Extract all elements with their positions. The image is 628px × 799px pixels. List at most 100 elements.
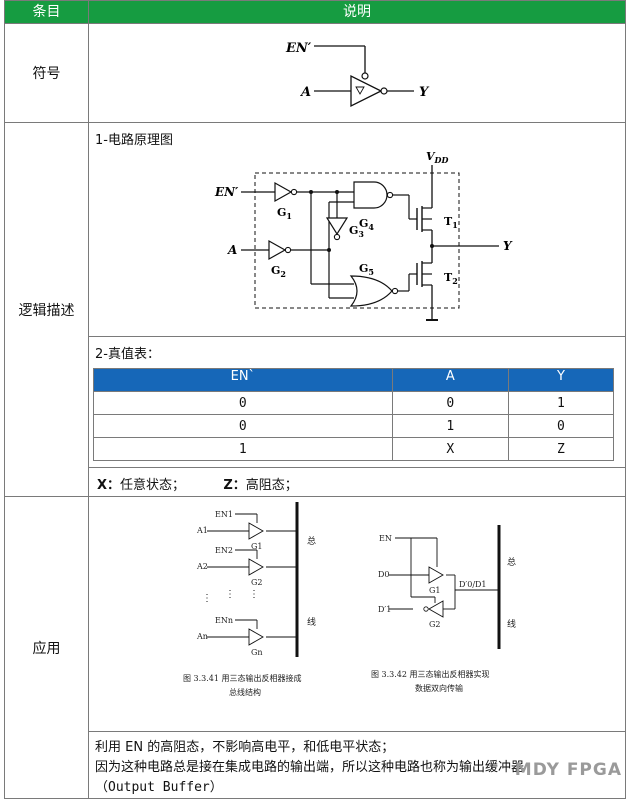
truth-table-header: EN` A Y	[93, 368, 615, 392]
circuit-title: 1-电路原理图	[95, 133, 173, 148]
svg-text:G5: G5	[359, 262, 374, 277]
truth-cell: X	[391, 437, 509, 461]
vdd-label: V	[426, 150, 436, 163]
truth-cell: 0	[93, 414, 393, 438]
watermark: MDY FPGA	[514, 760, 622, 780]
g4-sub: 4	[368, 222, 374, 232]
logic-circuit-row: 逻辑描述 1-电路原理图 VDD EN′ G1	[4, 122, 626, 497]
fig1-caption-2: 总线结构	[229, 687, 261, 697]
symbol-y-label: Y	[419, 85, 430, 100]
app-figures-row: 应用 总 线 EN1 A1 G1 EN2	[4, 496, 626, 799]
g2-label: G	[271, 264, 280, 277]
fig1-a2: A2	[196, 562, 208, 571]
svg-text:⋮: ⋮	[225, 589, 235, 600]
app-figures-cell: 总 线 EN1 A1 G1 EN2 A2	[88, 496, 626, 732]
g3-label: G	[349, 224, 358, 237]
fig1-gn: Gn	[251, 648, 263, 657]
note-line-2: 因为这种电路总是接在集成电路的输出端，所以这种电路也称为输出缓冲器	[95, 760, 525, 775]
legend-x-text: 任意状态；	[120, 478, 186, 493]
circuit-diagram: VDD EN′ G1 G4 A	[214, 150, 513, 321]
circuit-y-label: Y	[503, 239, 513, 253]
t2-label: T	[444, 271, 453, 284]
symbol-a-label: A	[299, 85, 311, 100]
fig1-bus-top: 总	[307, 535, 316, 547]
symbol-cell: EN′ A Y	[88, 23, 626, 123]
truth-cell: 0	[93, 391, 393, 415]
spec-table: 条目 说明 符号 EN′ A Y 逻辑描述 1-电路原理图	[4, 0, 626, 799]
svg-text:VDD: VDD	[426, 150, 448, 165]
svg-text:G3: G3	[349, 224, 364, 239]
truth-header-a: A	[391, 368, 509, 392]
note-line-1: 利用 EN 的高阻态，不影响高电平，和低电平状态；	[95, 740, 395, 755]
fig1-g2: G2	[251, 578, 262, 587]
g1-label: G	[277, 206, 286, 219]
truth-cell: 0	[507, 414, 615, 438]
g5-sub: 5	[368, 267, 374, 277]
t1-label: T	[444, 215, 453, 228]
fig2-out: D′0/D1	[459, 580, 487, 589]
svg-text:G2: G2	[271, 264, 286, 279]
g3-sub: 3	[358, 229, 364, 239]
svg-text:G4: G4	[359, 217, 374, 232]
tristate-inverter-symbol: EN′ A Y	[285, 41, 430, 108]
fig1-en1: EN1	[215, 510, 233, 519]
circuit-a-label: A	[227, 243, 237, 257]
header-col1: 条目	[4, 0, 89, 24]
symbol-en-label: EN′	[285, 41, 312, 56]
legend-x-key: X：	[97, 478, 121, 493]
fig1-g1: G1	[251, 542, 262, 551]
table-header: 条目 说明	[4, 0, 626, 24]
truth-cell: Z	[507, 437, 615, 461]
g4-label: G	[359, 217, 368, 230]
truth-header-en: EN`	[93, 368, 393, 392]
symbol-label: 符号	[4, 23, 89, 123]
fig2-d1: D′1	[378, 605, 391, 614]
fig2-g2: G2	[429, 620, 440, 629]
header-col2: 说明	[88, 0, 626, 24]
g1-sub: 1	[286, 211, 292, 221]
fig2-bus-bottom: 线	[507, 618, 516, 630]
fig1-enn: ENn	[215, 616, 233, 625]
truth-table: EN` A Y 0 0 1 0 1 0 1 X Z	[93, 368, 615, 461]
svg-text:G1: G1	[277, 206, 292, 221]
fig2-bus-top: 总	[507, 556, 516, 568]
legend-z-text: 高阻态；	[245, 478, 298, 493]
truth-title: 2-真值表：	[95, 347, 160, 362]
truth-cell: 1	[391, 414, 509, 438]
fig1-caption-1: 图 3.3.41 用三态输出反相器接成	[183, 673, 302, 683]
logic-truth-row: 2-真值表： EN` A Y 0 0 1 0 1 0 1	[5, 336, 626, 497]
fig2-d0: D0	[378, 570, 390, 579]
t2-sub: 2	[452, 276, 458, 286]
truth-cell: 1	[507, 391, 615, 415]
note-line-3: （Output Buffer）	[95, 780, 223, 795]
fig2-en: EN	[379, 534, 392, 543]
app-label: 应用	[4, 496, 89, 799]
fig2-caption-2: 数据双向传输	[415, 683, 463, 693]
vdd-sub: DD	[434, 155, 449, 165]
svg-text:⋮: ⋮	[249, 589, 259, 600]
fig1-en2: EN2	[215, 546, 233, 555]
table-row: 1 X Z	[93, 437, 615, 461]
truth-header-y: Y	[507, 368, 615, 392]
fig1-a1: A1	[196, 526, 208, 535]
fig1-bus-bottom: 线	[307, 616, 316, 628]
application-figures: 总 线 EN1 A1 G1 EN2 A2	[183, 502, 516, 697]
table-row: 0 0 1	[93, 391, 615, 415]
svg-text:T2: T2	[444, 271, 458, 286]
legend-z-key: Z：	[223, 478, 246, 493]
g2-sub: 2	[280, 269, 286, 279]
logic-label: 逻辑描述	[4, 122, 89, 497]
table-row: 0 1 0	[93, 414, 615, 438]
logic-truth-cell: 2-真值表： EN` A Y 0 0 1 0 1 0 1	[88, 336, 626, 497]
svg-text:⋮: ⋮	[202, 593, 212, 604]
svg-text:T1: T1	[444, 215, 458, 230]
g5-label: G	[359, 262, 368, 275]
t1-sub: 1	[452, 220, 458, 230]
truth-cell: 1	[93, 437, 393, 461]
circuit-en-label: EN′	[214, 185, 239, 199]
truth-cell: 0	[391, 391, 509, 415]
truth-legend: X：任意状态； Z：高阻态；	[89, 467, 625, 496]
fig2-caption-1: 图 3.3.42 用三态输出反相器实现	[371, 669, 490, 679]
logic-circuit-cell: 1-电路原理图 VDD EN′ G1	[88, 122, 626, 337]
symbol-row: 符号 EN′ A Y	[4, 23, 626, 123]
